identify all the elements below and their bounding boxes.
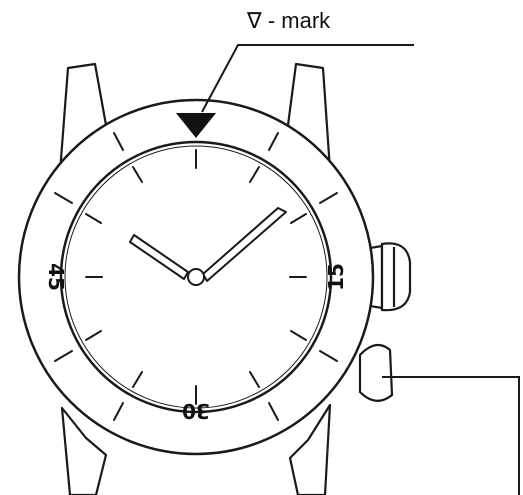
dial-marker-2 [290,213,307,224]
bezel-tick [54,350,73,362]
triangle-mark [176,113,216,138]
lug-bottom-left [60,406,108,495]
dial-marker-4 [290,330,307,341]
dial-marker-8 [85,330,102,341]
bezel-tick [319,350,338,362]
bezel-tick [268,132,279,151]
center-pin [187,268,205,286]
bezel-tick [268,402,279,421]
dial-marker-5 [249,371,260,388]
bezel-number-45: 45 [44,263,68,291]
lug-bottom-right [288,403,332,495]
bezel-ticks [54,132,338,421]
dial-marker-11 [132,166,143,183]
crown [380,242,412,312]
bezel-tick [113,132,124,151]
minute-hand [202,207,287,282]
bezel-number-30: 30 [182,399,210,423]
dial-ring [64,145,328,409]
crown-leader [382,376,520,495]
callout-lines [201,44,520,495]
dial-marker-1 [249,166,260,183]
triangle-mark-leader [201,44,414,113]
bezel-tick [113,402,124,421]
watch-hands [129,207,287,286]
hour-hand [129,234,189,280]
bezel-inner-ring [59,140,333,414]
dial-marker-10 [85,213,102,224]
watch-case [58,62,332,495]
bezel-tick [54,192,73,204]
bezel-tick [319,192,338,204]
bezel-number-15: 15 [324,263,348,291]
dial-markers [85,149,307,405]
dial-marker-7 [132,371,143,388]
crown-guard [358,343,394,402]
triangle-mark-label: ∇ - mark [247,8,331,33]
